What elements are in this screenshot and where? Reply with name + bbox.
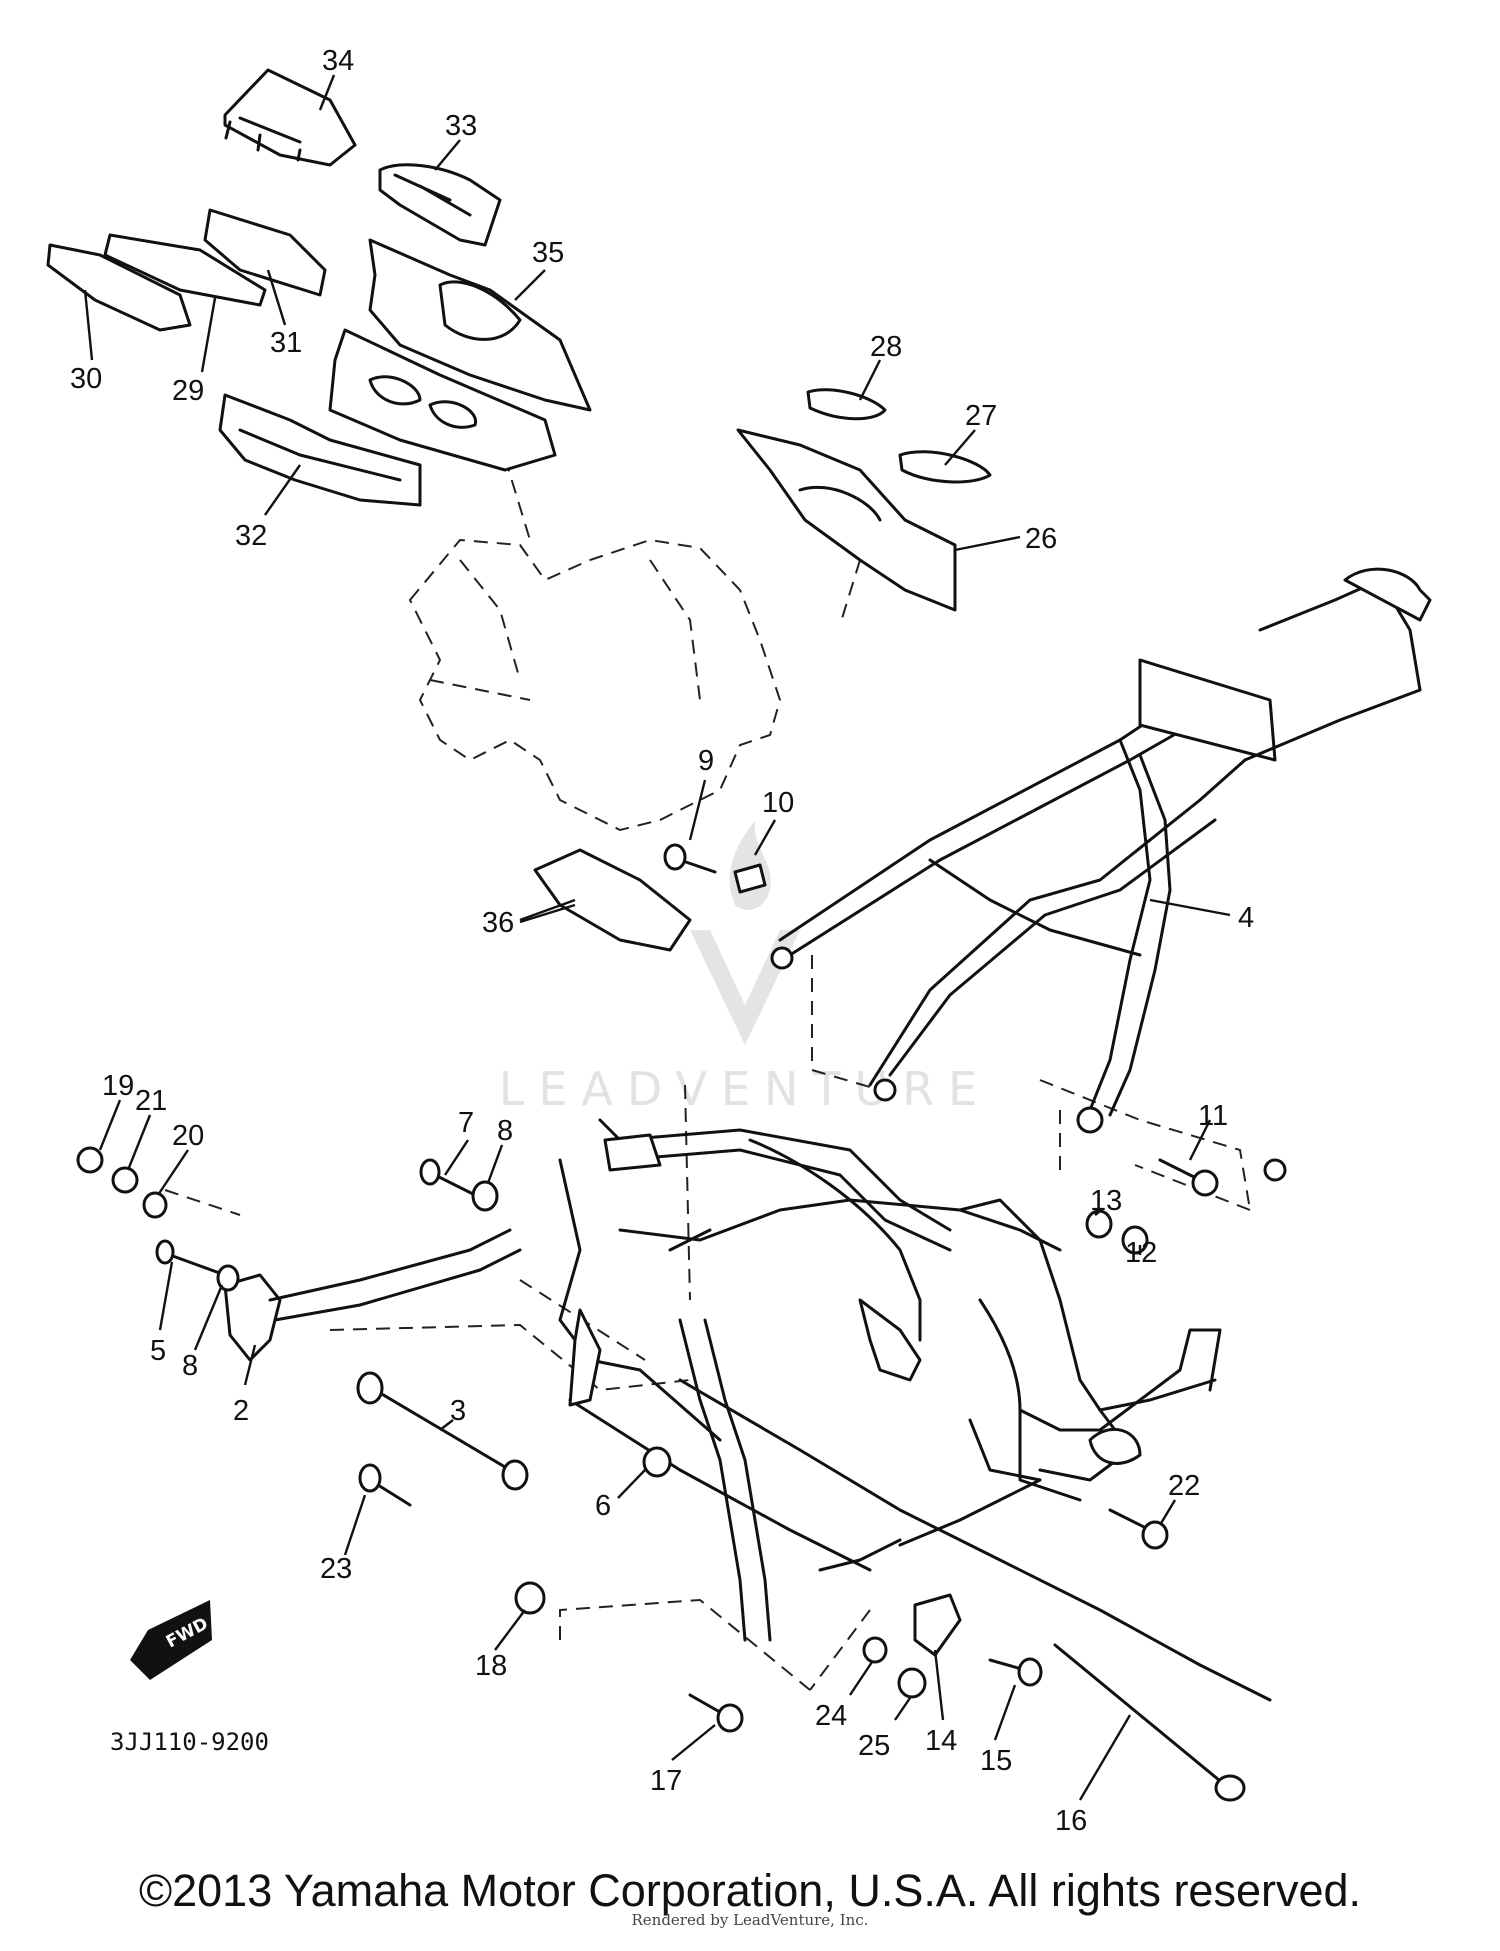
- part-4-rear-subframe: [770, 567, 1432, 1182]
- callout-29: 29: [172, 375, 204, 407]
- part-3-long-bolt: [373, 1388, 512, 1472]
- callout-34: 34: [322, 45, 354, 77]
- part-27-gasket: [898, 450, 992, 484]
- callout-27: 27: [965, 400, 997, 432]
- copyright-notice: ©2013 Yamaha Motor Corporation, U.S.A. A…: [138, 1865, 1362, 1916]
- callout-33: 33: [445, 110, 477, 142]
- watermark-logo-flame: [729, 820, 771, 910]
- callout-leaders: [83, 74, 1231, 1801]
- callout-20: 20: [172, 1120, 204, 1152]
- callout-7: 7: [458, 1107, 474, 1139]
- part-14-bracket: [913, 1593, 962, 1657]
- callout-35: 35: [532, 237, 564, 269]
- callout-22: 22: [1168, 1470, 1200, 1502]
- callout-17: 17: [650, 1765, 682, 1797]
- callout-15: 15: [980, 1745, 1012, 1777]
- callout-13: 13: [1090, 1185, 1122, 1217]
- part-35-gasket: [328, 328, 557, 472]
- part-36-cover: [533, 848, 692, 952]
- callout-9: 9: [698, 745, 714, 777]
- callout-labels: 2 3 4 5 6 7 8 8 9 10 11 12 13 14 15 16 1…: [70, 45, 1254, 1837]
- callout-3: 3: [450, 1395, 466, 1427]
- callout-36: 36: [482, 907, 514, 939]
- callout-12: 12: [1125, 1237, 1157, 1269]
- callout-8-upper: 8: [497, 1115, 513, 1147]
- callout-26: 26: [1025, 523, 1057, 555]
- part-31-plate: [203, 208, 327, 297]
- footer: ©2013 Yamaha Motor Corporation, U.S.A. A…: [0, 1865, 1500, 1935]
- callout-14: 14: [925, 1725, 957, 1757]
- callout-24: 24: [815, 1700, 847, 1732]
- part-2-arms: [268, 1228, 522, 1322]
- part-33-cover: [378, 163, 502, 247]
- callout-4: 4: [1238, 902, 1254, 934]
- part-2-bracket: [223, 1273, 282, 1362]
- callout-21: 21: [135, 1085, 167, 1117]
- part-16-through-bolt: [1053, 1643, 1227, 1787]
- rendered-by-notice: Rendered by LeadVenture, Inc.: [631, 1911, 869, 1929]
- part-35-cover: [368, 238, 592, 412]
- fasteners: [76, 843, 1219, 1733]
- callout-16: 16: [1055, 1805, 1087, 1837]
- callout-28: 28: [870, 331, 902, 363]
- callout-5: 5: [150, 1335, 166, 1367]
- watermark-text: LEADVENTURE: [499, 1062, 992, 1116]
- part-26-cover: [736, 428, 957, 612]
- callout-23: 23: [320, 1553, 352, 1585]
- part-29-plate: [103, 233, 267, 307]
- callout-6: 6: [595, 1490, 611, 1522]
- callout-31: 31: [270, 327, 302, 359]
- callout-32: 32: [235, 520, 267, 552]
- callout-2: 2: [233, 1395, 249, 1427]
- part-28-gasket: [806, 388, 887, 421]
- callout-25: 25: [858, 1730, 890, 1762]
- callout-19: 19: [102, 1070, 134, 1102]
- callout-11: 11: [1198, 1100, 1228, 1132]
- callout-8-lower: 8: [182, 1350, 198, 1382]
- fwd-direction-tag: FWD: [130, 1600, 212, 1680]
- part-30-plate: [46, 243, 192, 332]
- part-34-cover: [223, 68, 357, 167]
- engine-outline: [408, 538, 782, 832]
- callout-10: 10: [762, 787, 794, 819]
- part-32-cover: [218, 393, 422, 507]
- callout-18: 18: [475, 1650, 507, 1682]
- callout-30: 30: [70, 363, 102, 395]
- main-frame: [558, 1118, 1272, 1702]
- drawing-code: 3JJ110-9200: [110, 1728, 269, 1756]
